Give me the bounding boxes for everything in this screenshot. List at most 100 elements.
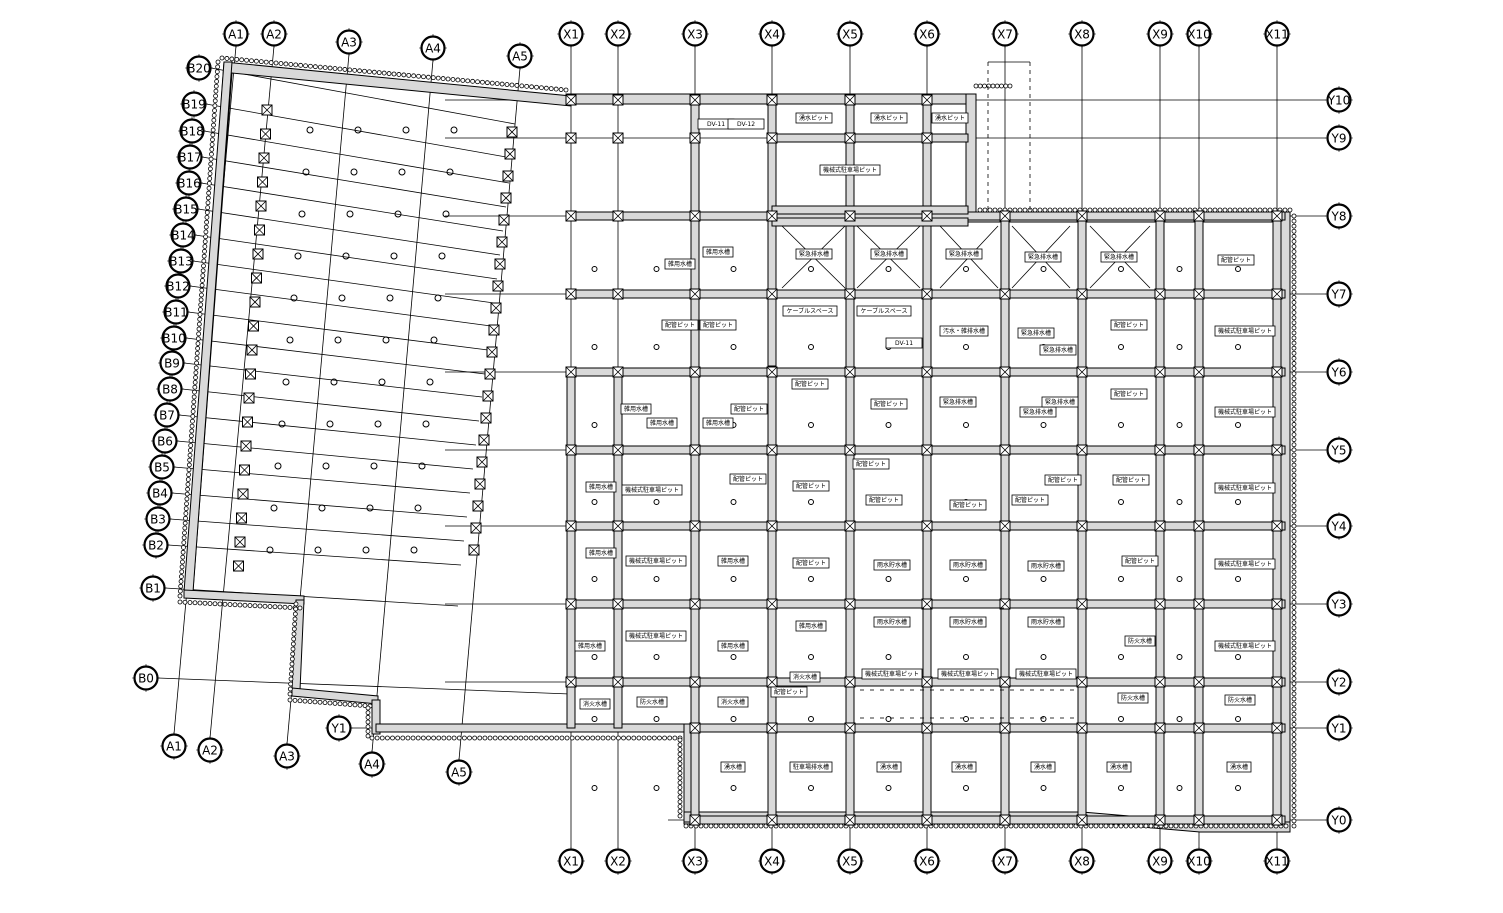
pile-mark bbox=[808, 785, 814, 791]
pile-mark bbox=[808, 344, 814, 350]
svg-text:機械式駐車場ピット: 機械式駐車場ピット bbox=[1218, 408, 1272, 416]
column bbox=[921, 132, 933, 144]
svg-text:機械式駐車場ピット: 機械式駐車場ピット bbox=[629, 557, 683, 565]
grid-bubble-y-right: Y2 bbox=[1325, 668, 1353, 696]
room-label: 消火水槽 bbox=[717, 696, 749, 708]
beam-y bbox=[771, 205, 969, 215]
pile-mark bbox=[366, 504, 374, 512]
pile-mark bbox=[1040, 785, 1047, 791]
column bbox=[921, 676, 933, 688]
svg-text:配管ピット: 配管ピット bbox=[1015, 496, 1045, 504]
pile-mark bbox=[653, 716, 660, 722]
column bbox=[844, 444, 856, 456]
svg-text:配管ピット: 配管ピット bbox=[665, 321, 695, 329]
column bbox=[478, 434, 490, 446]
pile-mark bbox=[346, 210, 354, 218]
svg-text:防火水槽: 防火水槽 bbox=[1228, 696, 1252, 704]
column bbox=[1154, 598, 1166, 610]
column bbox=[1154, 366, 1166, 378]
grid-bubble-x-top-label: X6 bbox=[919, 28, 935, 42]
grid-bubble-b-left-label: B1 bbox=[145, 582, 161, 596]
grid-bubble-x-top: X5 bbox=[836, 20, 864, 48]
room-label: 機械式駐車場ピット bbox=[937, 668, 999, 680]
svg-text:緊急排水槽: 緊急排水槽 bbox=[949, 250, 979, 258]
grid-bubble-x-bottom: X1 bbox=[557, 847, 585, 875]
svg-text:機械式駐車場ピット: 機械式駐車場ピット bbox=[1218, 484, 1272, 492]
room-label: 駐車場排水槽 bbox=[789, 761, 833, 773]
pile-mark bbox=[326, 420, 334, 428]
column bbox=[689, 94, 701, 106]
svg-text:配管ピット: 配管ピット bbox=[1048, 476, 1078, 484]
sheet-pile-step bbox=[287, 601, 299, 697]
pile-mark bbox=[591, 422, 598, 428]
grid-bubble-b-left-label: B19 bbox=[182, 98, 206, 112]
pile-mark bbox=[338, 294, 346, 302]
svg-text:配管ピット: 配管ピット bbox=[1114, 390, 1144, 398]
sheet-pile-ne-2 bbox=[977, 207, 1293, 213]
svg-text:配管ピット: 配管ピット bbox=[733, 475, 763, 483]
column bbox=[1076, 722, 1088, 734]
grid-bubble-x-top-label: X9 bbox=[1152, 28, 1168, 42]
column bbox=[612, 598, 624, 610]
column bbox=[1154, 722, 1166, 734]
sheet-pile-south-mid bbox=[369, 735, 683, 741]
column bbox=[844, 132, 856, 144]
svg-text:配管ピット: 配管ピット bbox=[1125, 557, 1155, 565]
grid-bubble-a-top-label: A5 bbox=[512, 50, 528, 64]
svg-text:配管ピット: 配管ピット bbox=[869, 496, 899, 504]
column bbox=[921, 814, 933, 826]
column bbox=[766, 288, 778, 300]
grid-bubble-x-top: X3 bbox=[681, 20, 709, 48]
grid-bubble-y-right-label: Y7 bbox=[1331, 288, 1347, 302]
pile-mark bbox=[1176, 499, 1183, 505]
pile-mark bbox=[422, 420, 430, 428]
room-label: 配管ピット bbox=[792, 480, 830, 492]
grid-bubble-y-right-label: Y4 bbox=[1331, 520, 1347, 534]
column bbox=[476, 456, 488, 468]
svg-text:緊急排水槽: 緊急排水槽 bbox=[1028, 253, 1058, 261]
column bbox=[502, 170, 514, 182]
grid-bubble-x-top: X4 bbox=[758, 20, 786, 48]
pile-mark bbox=[306, 126, 314, 134]
column bbox=[844, 210, 856, 222]
column bbox=[233, 560, 244, 572]
room-label: 配管ピット bbox=[792, 557, 830, 569]
grid-bubble-b-left: B5 bbox=[148, 453, 176, 481]
grid-bubble-y-right: Y5 bbox=[1325, 436, 1353, 464]
column bbox=[844, 722, 856, 734]
svg-text:雨水貯水槽: 雨水貯水槽 bbox=[1031, 618, 1061, 626]
svg-text:湧水槽: 湧水槽 bbox=[1110, 763, 1128, 771]
room-label: 湧水ピット bbox=[795, 112, 833, 124]
pile-mark bbox=[963, 654, 969, 660]
column bbox=[246, 344, 258, 356]
beam-y bbox=[771, 217, 969, 227]
column bbox=[1154, 520, 1166, 532]
svg-text:緊急排水槽: 緊急排水槽 bbox=[1045, 398, 1075, 406]
grid-bubble-a-bottom-label: A1 bbox=[166, 740, 182, 754]
grid-bubble-b-left-label: B15 bbox=[174, 203, 198, 217]
pile-mark bbox=[653, 344, 660, 350]
room-label: 消火水槽 bbox=[579, 698, 611, 710]
pile-mark bbox=[1118, 654, 1124, 660]
grid-bubble-y-right: Y1 bbox=[1325, 714, 1353, 742]
grid-bubble-x-bottom-label: X5 bbox=[842, 855, 858, 869]
column bbox=[490, 302, 502, 314]
grid-bubble-b-left: B2 bbox=[142, 531, 170, 559]
grid-bubble-x-bottom: X10 bbox=[1185, 847, 1213, 875]
room-label: 汚水・雑排水槽 bbox=[939, 325, 989, 337]
svg-text:雑用水槽: 雑用水槽 bbox=[721, 642, 745, 650]
svg-text:湧水槽: 湧水槽 bbox=[1230, 763, 1248, 771]
svg-text:ケーブルスペース: ケーブルスペース bbox=[787, 307, 834, 315]
svg-text:防火水槽: 防火水槽 bbox=[640, 698, 664, 706]
column bbox=[999, 366, 1011, 378]
column bbox=[236, 512, 247, 524]
column bbox=[921, 598, 933, 610]
column bbox=[766, 210, 778, 222]
column bbox=[1193, 444, 1205, 456]
pile-mark bbox=[885, 785, 892, 791]
pile-mark bbox=[1040, 654, 1047, 660]
svg-text:機械式駐車場ピット: 機械式駐車場ピット bbox=[865, 670, 919, 678]
svg-text:配管ピット: 配管ピット bbox=[703, 321, 733, 329]
pile-mark bbox=[1235, 785, 1241, 791]
column bbox=[844, 366, 856, 378]
